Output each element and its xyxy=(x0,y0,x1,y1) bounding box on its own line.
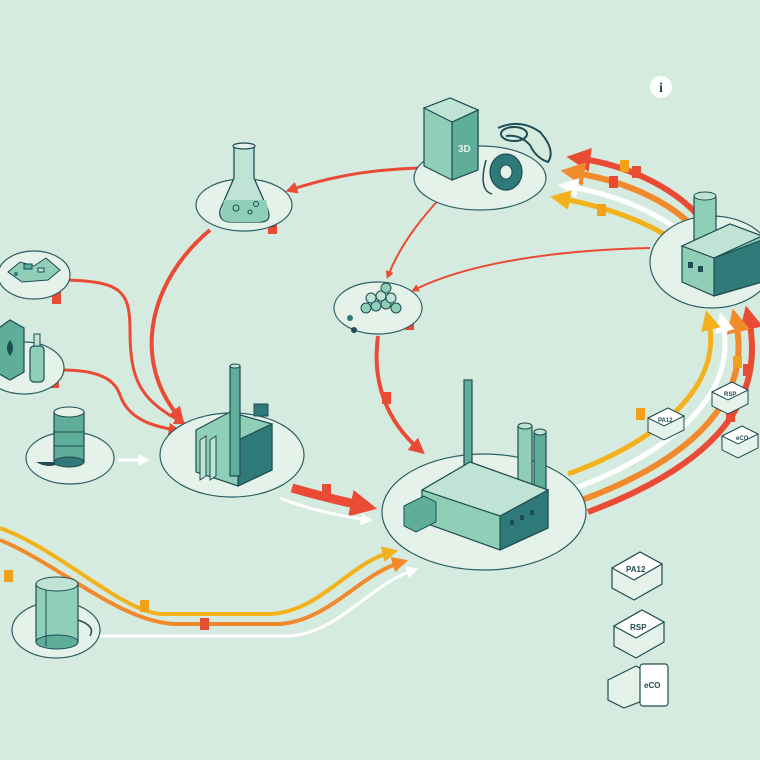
flow-tag xyxy=(382,392,391,404)
chemical-plant-icon xyxy=(403,379,550,551)
printer-label: 3D xyxy=(458,144,471,155)
flow-tag xyxy=(609,160,641,188)
info-button[interactable]: i xyxy=(650,76,672,98)
product-bag: RSP xyxy=(710,381,750,415)
info-icon: i xyxy=(659,81,663,96)
bag-label: eCO xyxy=(736,436,749,442)
flask-icon xyxy=(219,142,270,223)
station-3d-printer: 3D xyxy=(413,97,552,211)
legend-bag-rsp: RSP xyxy=(612,609,666,659)
flow-tag xyxy=(140,600,149,612)
product-bag: PA12 xyxy=(646,407,686,441)
legend-label: eCO xyxy=(644,681,660,690)
bottle-icon xyxy=(0,319,45,383)
product-bag: eCO xyxy=(720,425,760,459)
3d-printer-icon: 3D xyxy=(422,97,480,181)
station-pellets xyxy=(333,281,423,335)
flow-tag xyxy=(200,618,209,630)
product-legend: PA12 RSP eCO xyxy=(607,551,669,709)
station-waste-pile xyxy=(0,250,71,300)
oil-barrel-icon xyxy=(36,406,85,468)
waste-pile-icon xyxy=(7,257,61,283)
flow-tag xyxy=(597,204,606,216)
bag-label: RSP xyxy=(724,392,736,398)
station-factory-right xyxy=(649,191,760,309)
ring-product-bags: PA12 RSP eCO xyxy=(646,381,760,459)
legend-bag-eco: eCO xyxy=(607,663,669,709)
ring-flow-bundle-outer xyxy=(567,305,760,515)
station-refinery xyxy=(159,363,305,498)
legend-label: RSP xyxy=(630,623,647,632)
legend-label: PA12 xyxy=(626,565,646,574)
flow-tag xyxy=(726,410,735,422)
station-flask xyxy=(195,142,293,232)
flow-tag xyxy=(322,484,331,496)
station-tank xyxy=(11,576,101,659)
storage-tank-icon xyxy=(35,576,93,650)
station-main-plant xyxy=(381,379,587,571)
station-barrel xyxy=(25,406,115,485)
station-bottles xyxy=(0,319,65,395)
refinery-icon xyxy=(195,363,273,487)
glasses-icon xyxy=(497,122,552,164)
flow-tag xyxy=(636,408,645,420)
filament-spool-icon xyxy=(482,153,523,195)
flow-tag xyxy=(52,292,61,304)
flow-tag xyxy=(733,356,752,376)
legend-bag-pa12: PA12 xyxy=(610,551,664,601)
flow-tag xyxy=(4,570,13,582)
factory-icon xyxy=(680,191,760,297)
bag-label: PA12 xyxy=(658,418,673,424)
pellets-icon xyxy=(347,282,402,333)
